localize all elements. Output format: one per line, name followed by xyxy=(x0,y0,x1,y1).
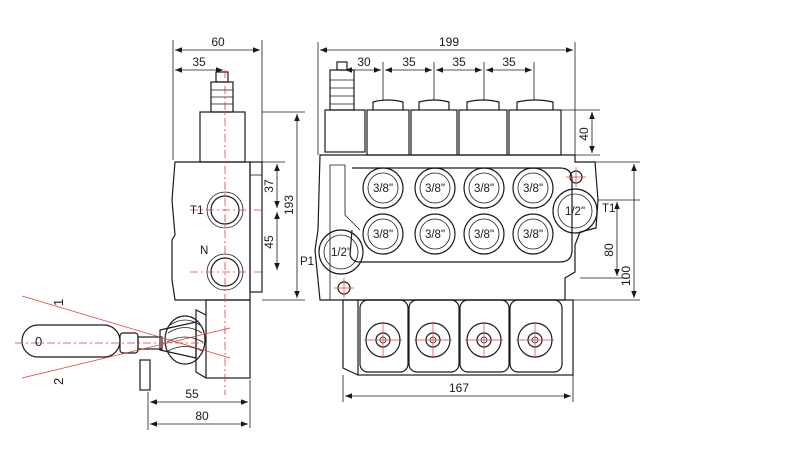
dim-height-193: 193 xyxy=(282,195,296,215)
dim-offset-37: 37 xyxy=(262,179,276,193)
side-tank-label: T1 xyxy=(190,205,203,217)
work-port xyxy=(362,213,404,255)
work-port xyxy=(362,167,404,209)
work-port-label: 3/8" xyxy=(373,229,393,241)
lever-handle xyxy=(21,324,121,358)
side-spool-housing xyxy=(205,299,251,379)
inlet-port-size: 1/2" xyxy=(331,247,351,259)
inlet-label: P1 xyxy=(300,256,314,268)
section-caps xyxy=(366,99,562,156)
rubber-boot xyxy=(164,315,206,365)
dim-offset-45: 45 xyxy=(262,235,276,249)
spool-section xyxy=(342,299,574,376)
work-port xyxy=(414,213,456,255)
dim-pitch-2: 35 xyxy=(402,55,416,69)
dim-pitch-first: 30 xyxy=(357,55,371,69)
side-body xyxy=(171,161,251,301)
work-port xyxy=(414,167,456,209)
dim-pitch-3: 35 xyxy=(452,55,466,69)
position-2-label: 2 xyxy=(51,378,66,385)
side-view: T1 N 0 1 2 60 35 193 37 45 55 80 xyxy=(15,35,305,430)
work-port-grid: 3/8" 3/8" 3/8" 3/8" 3/8" 3/8" 3/8" 3/8" xyxy=(362,167,554,255)
dim-front-total: 199 xyxy=(439,35,459,49)
work-port xyxy=(463,167,505,209)
work-port-label: 3/8" xyxy=(523,183,543,195)
outlet-port xyxy=(552,188,598,234)
dim-cap-height: 40 xyxy=(577,127,591,141)
dim-handle-55: 55 xyxy=(185,387,199,401)
dim-handle-80: 80 xyxy=(195,409,209,423)
inlet-port xyxy=(318,229,364,275)
position-0-label: 0 xyxy=(35,334,42,349)
position-1-label: 1 xyxy=(51,299,66,306)
work-port-label: 3/8" xyxy=(474,183,494,195)
work-port-label: 3/8" xyxy=(523,229,543,241)
dim-side-offset: 35 xyxy=(192,55,206,69)
dim-side-width: 60 xyxy=(211,35,225,49)
side-cap xyxy=(199,111,246,163)
work-port-label: 3/8" xyxy=(474,229,494,241)
work-port-label: 3/8" xyxy=(425,229,445,241)
valve-body xyxy=(314,154,599,301)
dim-height-80: 80 xyxy=(602,243,616,257)
front-view: 3/8" 3/8" 3/8" 3/8" 3/8" 3/8" 3/8" 3/8" … xyxy=(300,35,640,402)
work-port xyxy=(512,213,554,255)
dim-base-167: 167 xyxy=(449,381,469,395)
work-port-label: 3/8" xyxy=(373,183,393,195)
outlet-port-size: 1/2" xyxy=(565,206,585,218)
work-port xyxy=(463,213,505,255)
dim-pitch-4: 35 xyxy=(502,55,516,69)
outlet-label: T1 xyxy=(602,203,615,215)
side-n-label: N xyxy=(200,245,208,257)
dim-height-100: 100 xyxy=(619,266,633,286)
work-port xyxy=(512,167,554,209)
work-port-label: 3/8" xyxy=(425,183,445,195)
